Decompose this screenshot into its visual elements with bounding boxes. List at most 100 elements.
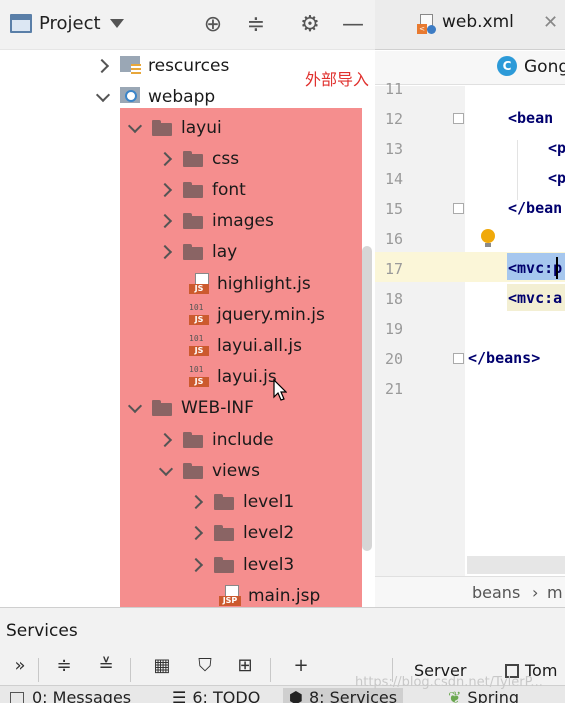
- tree-item-label: css: [212, 149, 240, 169]
- tree-item-level1[interactable]: level1: [188, 488, 294, 516]
- tree-item-rescurces[interactable]: rescurces: [94, 52, 229, 80]
- chevron-down-icon[interactable]: [126, 400, 142, 416]
- tree-item-label: lay: [212, 242, 238, 262]
- tree-item-level3[interactable]: level3: [188, 551, 294, 579]
- tree-item-main-jsp[interactable]: JSP main.jsp: [219, 582, 320, 610]
- tab-tomcat[interactable]: Tom: [505, 661, 557, 680]
- tab-server[interactable]: Server: [414, 661, 467, 680]
- chevron-right-icon[interactable]: [188, 557, 204, 573]
- chevron-right-icon[interactable]: [157, 213, 173, 229]
- bottom-tool-tabs: [0, 685, 565, 703]
- project-panel-header: Project ⊕ ≑ ⚙ —: [0, 0, 375, 50]
- tab-web-xml[interactable]: web.xml: [442, 12, 514, 32]
- folder-icon: [214, 494, 234, 510]
- resources-folder-icon: [120, 56, 142, 76]
- chevron-right-icon[interactable]: [157, 244, 173, 260]
- editor-horizontal-scrollbar[interactable]: [467, 556, 565, 574]
- tree-item-views[interactable]: views: [157, 457, 260, 485]
- chevron-right-icon[interactable]: [188, 494, 204, 510]
- tree-item-level2[interactable]: level2: [188, 519, 294, 547]
- close-icon[interactable]: ✕: [543, 12, 559, 33]
- bottom-tab-label: 6: TODO: [192, 688, 261, 703]
- project-panel-title[interactable]: Project: [39, 13, 101, 34]
- tree-item-label: jquery.min.js: [217, 305, 325, 325]
- gear-icon[interactable]: ⚙: [300, 12, 320, 37]
- tab-class-name[interactable]: Gong: [524, 57, 565, 77]
- add-icon[interactable]: +: [293, 655, 309, 676]
- editor-code-area[interactable]: [465, 86, 565, 576]
- line-number: 11: [384, 80, 403, 98]
- tree-item-label: highlight.js: [217, 274, 311, 294]
- mouse-cursor-icon: [273, 379, 287, 401]
- line-number: 20: [384, 350, 403, 368]
- toolbar-separator: [130, 658, 131, 682]
- filter-icon[interactable]: ⛉: [198, 655, 212, 676]
- project-tree-scrollbar[interactable]: [362, 246, 372, 551]
- tree-item-label: rescurces: [148, 56, 230, 76]
- add-service-icon[interactable]: ⊞: [237, 655, 253, 676]
- selection-highlight: [507, 253, 565, 280]
- tree-item-include[interactable]: include: [157, 426, 274, 454]
- services-panel-header: [0, 607, 565, 651]
- messages-icon: [10, 692, 24, 703]
- bottom-tab-todo[interactable]: ☰6: TODO: [172, 688, 260, 703]
- fold-marker-icon[interactable]: [453, 113, 464, 124]
- tree-item-layui[interactable]: layui: [126, 114, 222, 142]
- editor-secondary-tab-bar: [375, 51, 565, 85]
- bottom-tab-services[interactable]: ⬢8: Services: [283, 688, 404, 703]
- tree-item-label: layui: [181, 118, 222, 138]
- folder-icon: [152, 400, 172, 416]
- tree-item-label: level2: [243, 523, 295, 543]
- breadcrumb-item-next[interactable]: m: [547, 583, 563, 602]
- group-icon[interactable]: ▦: [153, 655, 171, 676]
- collapse-all-icon[interactable]: ≚: [98, 655, 114, 676]
- chevron-right-icon[interactable]: [157, 151, 173, 167]
- tree-item-webapp[interactable]: webapp: [94, 83, 215, 111]
- code-line-15: </bean: [508, 199, 563, 217]
- chevron-right-icon[interactable]: [94, 58, 110, 74]
- services-toolbar: [0, 651, 565, 685]
- tree-item-highlight-js[interactable]: JS highlight.js: [189, 270, 311, 298]
- js-file-icon: JS: [189, 273, 211, 295]
- fold-marker-icon[interactable]: [453, 203, 464, 214]
- breadcrumb-item-beans[interactable]: beans: [472, 583, 521, 602]
- expand-all-icon[interactable]: ≑: [56, 655, 72, 676]
- breadcrumb-separator: ›: [532, 583, 539, 602]
- code-line-13: <p: [548, 139, 565, 157]
- lightbulb-icon[interactable]: [481, 229, 495, 247]
- tree-item-lay[interactable]: lay: [157, 238, 237, 266]
- hide-panel-icon[interactable]: —: [342, 12, 364, 37]
- chevron-right-icon[interactable]: [157, 432, 173, 448]
- tree-item-label: main.jsp: [248, 586, 321, 606]
- chevron-down-icon[interactable]: [94, 89, 110, 105]
- code-line-17-tag: <mvc:: [508, 259, 554, 277]
- bottom-tab-messages[interactable]: 0: Messages: [10, 688, 131, 703]
- toolbar-separator: [38, 658, 39, 682]
- tree-item-images[interactable]: images: [157, 207, 274, 235]
- line-number: 13: [384, 140, 403, 158]
- chevron-down-icon[interactable]: [157, 463, 173, 479]
- tree-item-css[interactable]: css: [157, 145, 239, 173]
- tree-item-label: WEB-INF: [181, 398, 254, 418]
- tree-item-font[interactable]: font: [157, 176, 246, 204]
- collapse-all-icon[interactable]: ≑: [246, 12, 266, 37]
- more-icon[interactable]: »: [14, 655, 26, 676]
- chevron-right-icon[interactable]: [157, 182, 173, 198]
- bottom-tab-spring[interactable]: ❦Spring: [448, 688, 519, 703]
- line-number: 21: [384, 380, 403, 398]
- tree-item-label: font: [212, 180, 246, 200]
- project-window-icon: [10, 14, 32, 33]
- tree-item-web-inf[interactable]: WEB-INF: [126, 394, 254, 422]
- chevron-down-icon[interactable]: [110, 19, 124, 28]
- tree-item-label: level1: [243, 492, 295, 512]
- chevron-down-icon[interactable]: [126, 120, 142, 136]
- folder-icon: [183, 463, 203, 479]
- locate-icon[interactable]: ⊕: [203, 12, 223, 37]
- chevron-right-icon[interactable]: [188, 525, 204, 541]
- folder-icon: [152, 120, 172, 136]
- fold-marker-icon[interactable]: [453, 353, 464, 364]
